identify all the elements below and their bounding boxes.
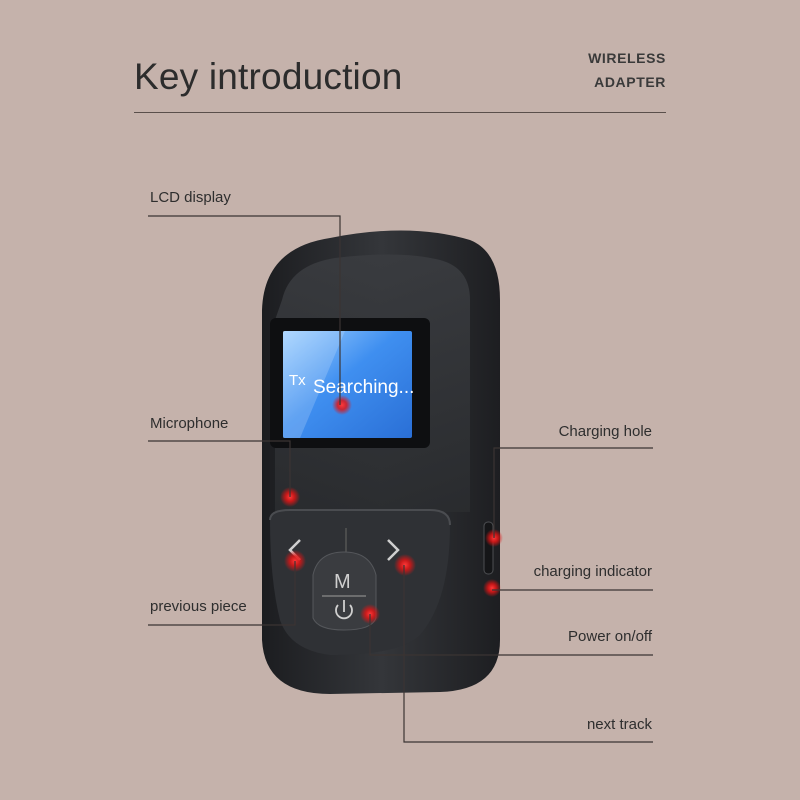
marker-charging-indicator [483,579,501,597]
label-next-track: next track [586,716,652,733]
header-divider [134,112,666,113]
brand-line-2: ADAPTER [594,74,666,90]
label-previous-piece: previous piece [150,598,247,615]
page-title: Key introduction [134,56,403,97]
label-power-onoff: Power on/off [568,628,652,645]
mode-key-label: M [334,571,351,593]
power-icon [335,600,353,620]
chevron-right-icon [387,539,400,561]
brand-label: WIRELESS ADAPTER [588,46,666,94]
screen-mode-text: Tx [289,372,306,389]
label-charging-hole: Charging hole [558,423,652,440]
marker-lcd [332,395,352,415]
label-charging-indicator: charging indicator [533,563,652,580]
label-lcd-display: LCD display [150,189,231,206]
marker-next [394,554,416,576]
label-microphone: Microphone [150,415,229,432]
lcd-screen [283,331,412,438]
brand-line-1: WIRELESS [588,50,666,66]
screen-status-text: Searching... [313,377,414,398]
